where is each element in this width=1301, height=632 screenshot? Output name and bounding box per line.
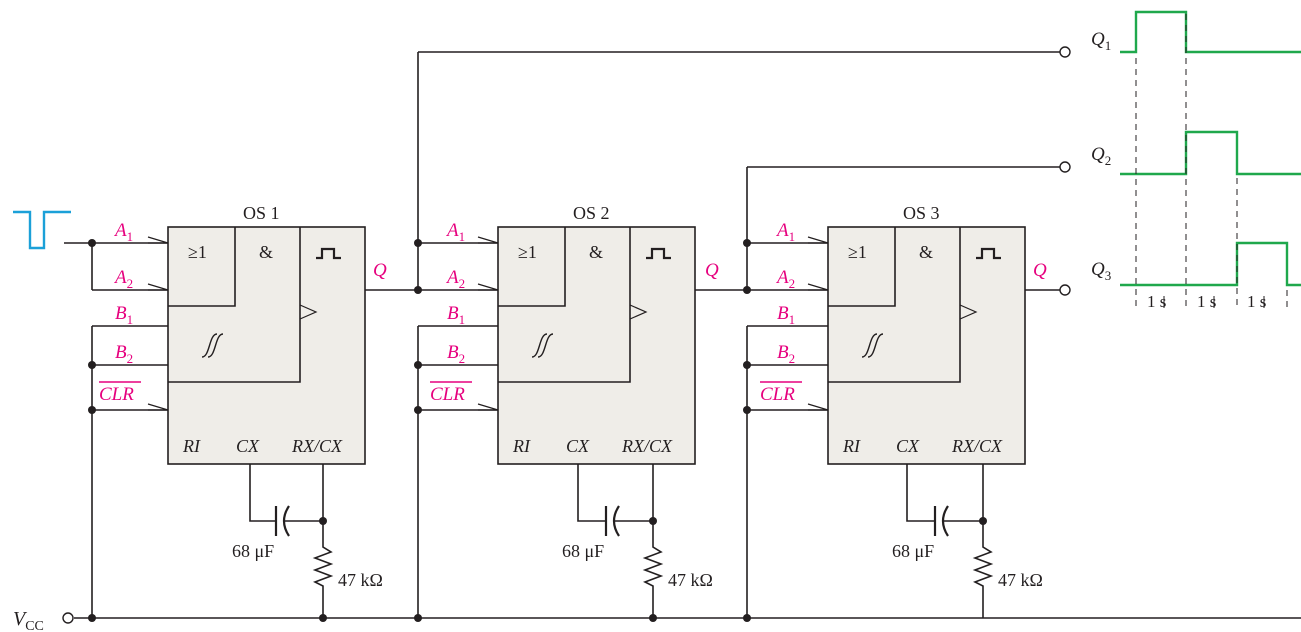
q3-waveform-label: Q3 [1091, 259, 1111, 283]
os1-pin-b1: B1 [115, 303, 133, 327]
os2-pulse-icon [646, 247, 671, 260]
q2-waveform-label: Q2 [1091, 144, 1111, 168]
os1-pin-b2: B2 [115, 342, 133, 366]
os2-schmitt-trigger-icon [531, 333, 554, 358]
q1-waveform-label: Q1 [1091, 29, 1111, 53]
input-trigger-pulse [13, 210, 71, 250]
os2-or-symbol: ≥1 [518, 242, 537, 262]
os1-pulse-icon [316, 247, 341, 260]
os1-pin-a2: A2 [113, 267, 133, 291]
os3-pin-a1: A1 [775, 220, 795, 244]
os3-or-symbol: ≥1 [848, 242, 867, 262]
os3-pin-rxcx: RX/CX [951, 436, 1003, 456]
os1-chip-body [167, 226, 366, 465]
os1-clock-triangle [299, 304, 318, 320]
os2-pin-clr: CLR [430, 384, 465, 405]
q2-waveform [1120, 130, 1301, 176]
os2-pin-rxcx: RX/CX [621, 436, 673, 456]
one-shot-os1: ≥1 & A1 A2 B1 B2 CLR Q RI CX RX/CX OS 1 … [64, 203, 498, 622]
os1-and-symbol: & [259, 242, 273, 262]
os2-pin-a1: A1 [445, 220, 465, 244]
os3-pulse-icon [976, 247, 1001, 260]
one-shot-os2: ≥1 & A1 A2 B1 B2 CLR Q RI CX RX/CX OS 2 … [414, 52, 828, 622]
os2-pin-ri: RI [512, 436, 531, 456]
os3-capacitor-label: 68 μF [892, 541, 934, 561]
os1-pin-ri: RI [182, 436, 201, 456]
os3-chip-body [827, 226, 1026, 465]
os3-resistor-label: 47 kΩ [998, 570, 1043, 590]
os1-pin-cx: CX [236, 436, 260, 456]
interval-1-label: 1 s [1147, 292, 1166, 311]
os2-pin-a2: A2 [445, 267, 465, 291]
os3-and-symbol: & [919, 242, 933, 262]
os1-pin-rxcx: RX/CX [291, 436, 343, 456]
os1-pin-clr: CLR [99, 384, 134, 405]
os3-pin-b2: B2 [777, 342, 795, 366]
os1-schmitt-trigger-icon [201, 333, 224, 358]
os3-clock-triangle [959, 304, 978, 320]
os3-pin-clr: CLR [760, 384, 795, 405]
q1-waveform [1120, 10, 1301, 54]
os2-pin-q: Q [705, 260, 719, 281]
interval-2-label: 1 s [1197, 292, 1216, 311]
os2-pin-b1: B1 [447, 303, 465, 327]
timing-diagram: Q1 Q2 Q3 1 s 1 s 1 s [1091, 10, 1301, 311]
os2-pin-cx: CX [566, 436, 590, 456]
os3-pin-a2: A2 [775, 267, 795, 291]
os1-or-symbol: ≥1 [188, 242, 207, 262]
vcc-label: VCC [13, 608, 44, 632]
os3-pin-cx: CX [896, 436, 920, 456]
os3-title: OS 3 [903, 203, 940, 223]
os1-capacitor-label: 68 μF [232, 541, 274, 561]
q3-output-terminal [1059, 284, 1071, 296]
os3-pin-ri: RI [842, 436, 861, 456]
os2-clock-triangle [629, 304, 648, 320]
os3-schmitt-trigger-icon [861, 333, 884, 358]
one-shot-os3: ≥1 & A1 A2 B1 B2 CLR Q RI CX RX/CX OS 3 … [743, 167, 1060, 622]
os2-title: OS 2 [573, 203, 610, 223]
os1-pin-a1: A1 [113, 220, 133, 244]
q2-output-terminal [1059, 161, 1071, 173]
os2-resistor-label: 47 kΩ [668, 570, 713, 590]
q3-waveform [1120, 241, 1301, 287]
os2-pin-b2: B2 [447, 342, 465, 366]
os2-chip-body [497, 226, 696, 465]
os1-title: OS 1 [243, 203, 280, 223]
os1-resistor-label: 47 kΩ [338, 570, 383, 590]
os2-capacitor-label: 68 μF [562, 541, 604, 561]
os3-pin-q: Q [1033, 260, 1047, 281]
q1-output-terminal [1059, 46, 1071, 58]
vcc-terminal [62, 612, 74, 624]
os2-and-symbol: & [589, 242, 603, 262]
interval-3-label: 1 s [1247, 292, 1266, 311]
os1-pin-q: Q [373, 260, 387, 281]
os3-pin-b1: B1 [777, 303, 795, 327]
